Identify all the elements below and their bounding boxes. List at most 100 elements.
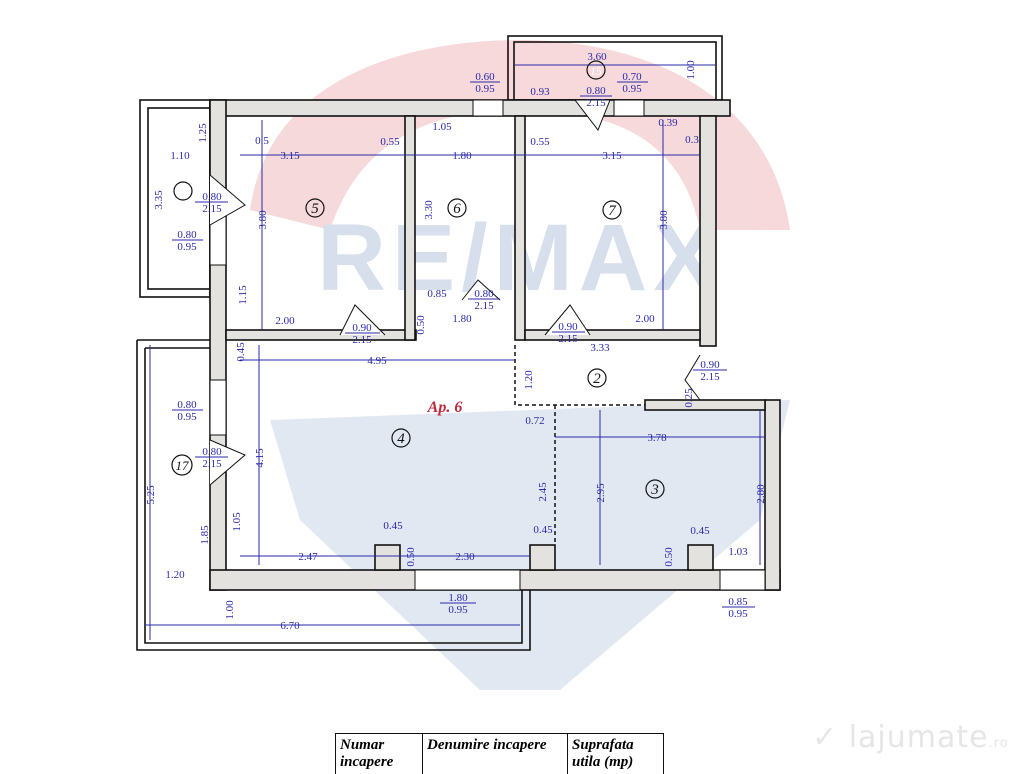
svg-text:0.90: 0.90 (352, 322, 372, 334)
dim-label: 0.72 (525, 415, 544, 427)
dim-label: 1.00 (685, 60, 697, 80)
room-2: 2 (587, 368, 607, 388)
table-header-room-number: Numar incapere (336, 734, 423, 774)
room-15: 15 (586, 60, 606, 80)
dim-label: 1.85 (199, 525, 211, 545)
dim-label: 5.25 (145, 485, 157, 505)
svg-text:2.15: 2.15 (202, 203, 222, 215)
dim-label: 0.45 (533, 524, 553, 536)
svg-text:2.15: 2.15 (202, 458, 222, 470)
svg-text:0.95: 0.95 (728, 608, 748, 620)
opening-label: 0.902.15 (552, 321, 585, 345)
opening-labels: 0.600.95 0.802.15 0.700.95 0.802.15 0.80… (172, 71, 755, 620)
dim-label: 0.5 (255, 135, 269, 147)
dim-label: 3.80 (257, 210, 269, 230)
dim-label: 0.55 (380, 136, 400, 148)
dim-label: 2.95 (595, 483, 607, 503)
svg-text:5: 5 (311, 201, 319, 217)
svg-text:17: 17 (176, 458, 190, 473)
svg-text:0.60: 0.60 (475, 71, 495, 83)
dimension-lines (145, 64, 765, 640)
dim-label: 3.30 (423, 200, 435, 220)
svg-text:1.80: 1.80 (448, 592, 468, 604)
svg-text:2.15: 2.15 (474, 300, 494, 312)
dim-label: 3.80 (658, 210, 670, 230)
dim-label: 0.50 (415, 315, 427, 335)
dim-label: 0.50 (405, 547, 417, 567)
svg-text:0.80: 0.80 (202, 446, 222, 458)
lajumate-logo: ✓ lajumate.ro (812, 720, 1009, 755)
room-area-table: Numar incapere Denumire incapere Suprafa… (335, 733, 664, 774)
opening-label: 0.800.95 (172, 399, 203, 423)
room-6: 6 (447, 198, 467, 218)
dim-label: 0.39 (658, 117, 678, 129)
dim-label: 4.95 (367, 355, 387, 367)
logo-text: lajumate (848, 720, 989, 755)
svg-text:2.15: 2.15 (700, 371, 720, 383)
dim-label: 1.05 (432, 121, 452, 133)
svg-text:15: 15 (590, 64, 602, 78)
dim-label: 2.47 (298, 551, 318, 563)
room-4: 4 (391, 428, 411, 448)
svg-text:2: 2 (593, 371, 601, 387)
svg-text:0.90: 0.90 (558, 321, 578, 333)
dim-label: 1.20 (165, 569, 185, 581)
svg-text:16: 16 (177, 185, 189, 199)
opening-label: 0.700.95 (617, 71, 648, 95)
dim-label: 2.30 (455, 551, 475, 563)
dim-label: 0.85 (427, 288, 447, 300)
opening-label: 0.902.15 (693, 359, 727, 383)
table-header-usable-area: Suprafata utila (mp) (572, 737, 634, 770)
dim-label: 0.25 (683, 388, 695, 408)
dim-label: 1.25 (197, 123, 209, 143)
opening-label: 0.800.95 (172, 229, 203, 253)
room-3: 3 (645, 479, 665, 499)
logo-tld: .ro (988, 736, 1009, 751)
svg-text:4: 4 (397, 431, 405, 447)
dim-label: 1.03 (728, 546, 748, 558)
dim-label: 0.50 (663, 547, 675, 567)
svg-text:0.85: 0.85 (728, 596, 748, 608)
dim-label: 1.80 (452, 313, 472, 325)
dim-label: 1.80 (452, 150, 472, 162)
svg-text:0.95: 0.95 (448, 604, 468, 616)
opening-label: 0.802.15 (195, 446, 228, 470)
svg-text:2.15: 2.15 (586, 97, 606, 109)
svg-text:0.90: 0.90 (700, 359, 720, 371)
dim-label: 1.15 (237, 285, 249, 305)
dim-label: 4.15 (254, 448, 266, 468)
dim-label: 1.00 (224, 600, 236, 620)
dim-label: 1.10 (170, 150, 190, 162)
svg-text:0.95: 0.95 (475, 83, 495, 95)
dim-label: 0.55 (530, 136, 550, 148)
svg-text:0.80: 0.80 (586, 85, 606, 97)
opening-label: 0.802.15 (580, 85, 612, 109)
dim-label: 1.05 (231, 512, 243, 532)
dim-label: 2.45 (537, 482, 549, 502)
room-16: 16 (173, 181, 193, 201)
dim-label: 0.93 (530, 86, 550, 98)
svg-text:0.95: 0.95 (622, 83, 642, 95)
svg-text:0.70: 0.70 (622, 71, 642, 83)
svg-text:3: 3 (650, 482, 659, 498)
dim-label: 3.15 (280, 150, 300, 162)
opening-label: 0.802.15 (468, 288, 500, 312)
opening-label: 0.850.95 (722, 596, 755, 620)
vertical-dimensions: 1.25 3.35 3.80 3.30 3.80 1.00 1.15 0.50 … (145, 60, 767, 620)
dim-label: 2.80 (755, 484, 767, 504)
room-numbers: 15 16 5 6 7 2 4 3 17 (171, 60, 665, 499)
dim-label: 0.3 (685, 134, 699, 146)
svg-text:6: 6 (453, 201, 461, 217)
balcony-17 (136, 339, 531, 651)
dim-label: 3.15 (602, 150, 622, 162)
svg-text:0.80: 0.80 (202, 191, 222, 203)
svg-text:2.15: 2.15 (558, 333, 578, 345)
svg-text:7: 7 (608, 203, 617, 219)
dim-label: 1.20 (523, 370, 535, 390)
dim-label: 3.78 (647, 432, 667, 444)
walls (209, 99, 781, 591)
dim-label: 2.00 (275, 315, 295, 327)
watermark-balloon-red (250, 40, 790, 230)
dim-label: 0.45 (690, 525, 710, 537)
